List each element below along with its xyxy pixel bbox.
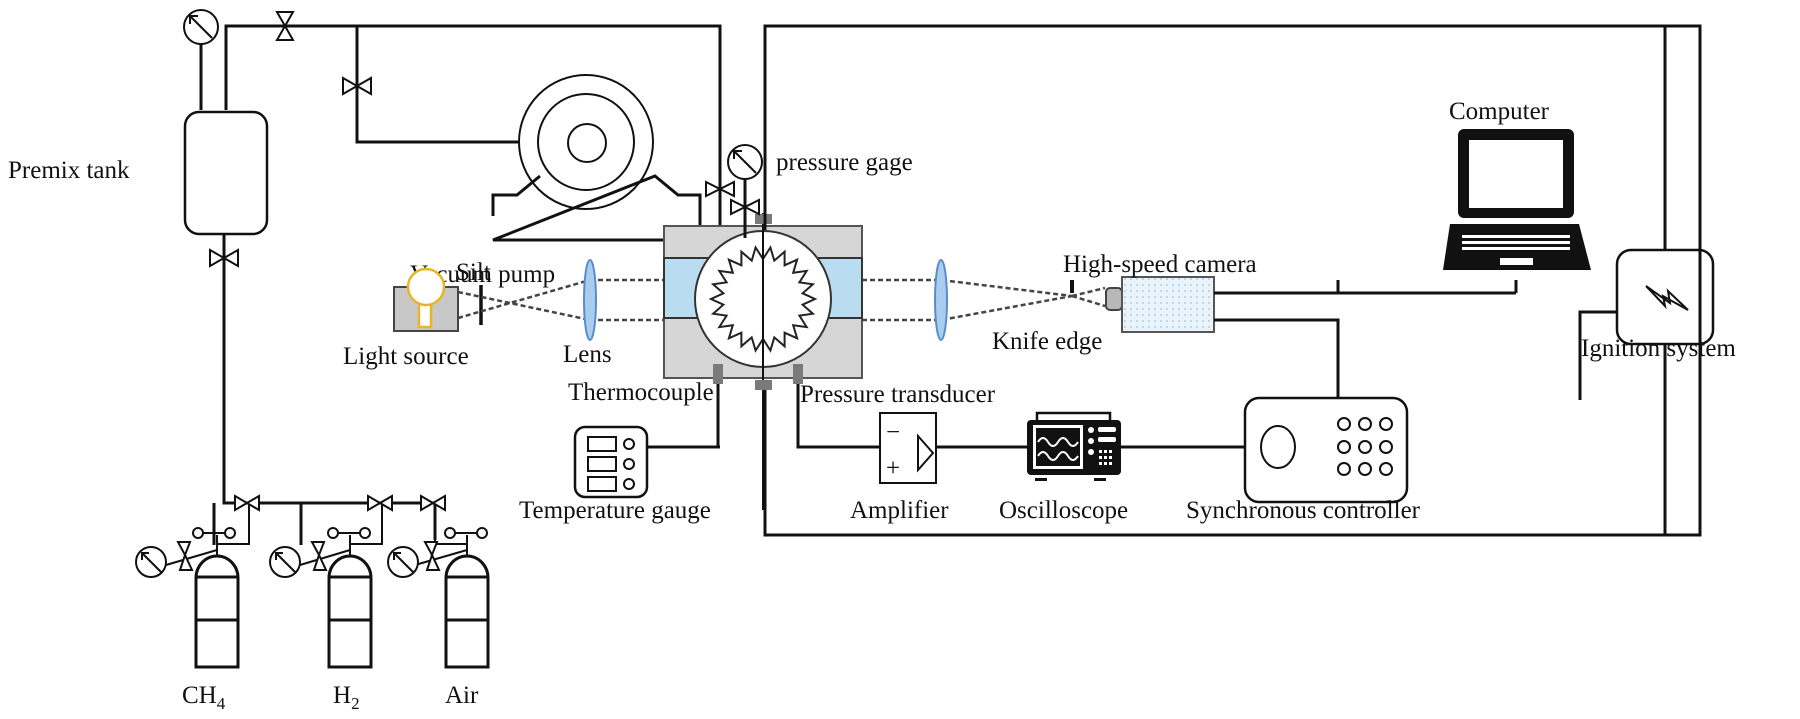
gas-label-h2: H2: [333, 682, 360, 713]
computer-laptop-icon: [1443, 129, 1591, 270]
valve-icon: [342, 76, 372, 96]
light-source: [393, 267, 459, 332]
temperature-gauge-label: Temperature gauge: [519, 497, 711, 524]
gas-label-air: Air: [445, 682, 479, 709]
knife-edge-label: Knife edge: [992, 328, 1102, 355]
valve-icon: [209, 248, 239, 268]
gas-cylinder-ch4: [135, 494, 260, 669]
high-speed-camera: [1105, 276, 1340, 400]
gas-cylinder-h2: [269, 494, 393, 669]
valve-icon: [730, 198, 760, 216]
gas-cylinder-air: [387, 494, 490, 669]
synchronous-controller: [1243, 396, 1409, 504]
premix-tank: [183, 110, 269, 236]
valve-icon: [705, 180, 735, 198]
ignition-system-label: Ignition system: [1581, 335, 1736, 362]
amplifier-label: Amplifier: [850, 497, 949, 524]
amplifier-plus-symbol: +: [886, 455, 900, 482]
temperature-gauge: [573, 425, 720, 499]
synchronous-controller-label: Synchronous controller: [1186, 497, 1421, 524]
amplifier: − +: [879, 412, 937, 484]
oscilloscope-icon: [1027, 411, 1121, 481]
vacuum-pump: [491, 74, 702, 242]
high-speed-camera-label: High-speed camera: [1063, 251, 1257, 278]
computer-label: Computer: [1449, 98, 1550, 125]
combustion-chamber: [663, 213, 863, 510]
control-wiring-frame: [763, 24, 1702, 537]
lens-right: [934, 259, 948, 341]
pressure-gauge-icon: [727, 144, 763, 180]
oscilloscope-label: Oscilloscope: [999, 497, 1128, 524]
pressure-gauge-icon: [183, 9, 219, 45]
gas-piping: [199, 24, 722, 545]
thermocouple-label: Thermocouple: [568, 379, 714, 406]
lens-label: Lens: [563, 341, 612, 368]
slit-label: Silt: [456, 259, 491, 286]
pressure-transducer-label: Pressure transducer: [800, 381, 996, 408]
amplifier-minus-symbol: −: [886, 419, 900, 446]
lens-left: [583, 259, 597, 341]
gas-label-ch4: CH4: [182, 682, 226, 713]
flame-front: [708, 245, 818, 353]
pressure-gage-label: pressure gage: [776, 149, 913, 176]
light-source-label: Light source: [343, 343, 469, 370]
premix-tank-label: Premix tank: [8, 157, 130, 184]
valve-icon: [275, 11, 295, 41]
